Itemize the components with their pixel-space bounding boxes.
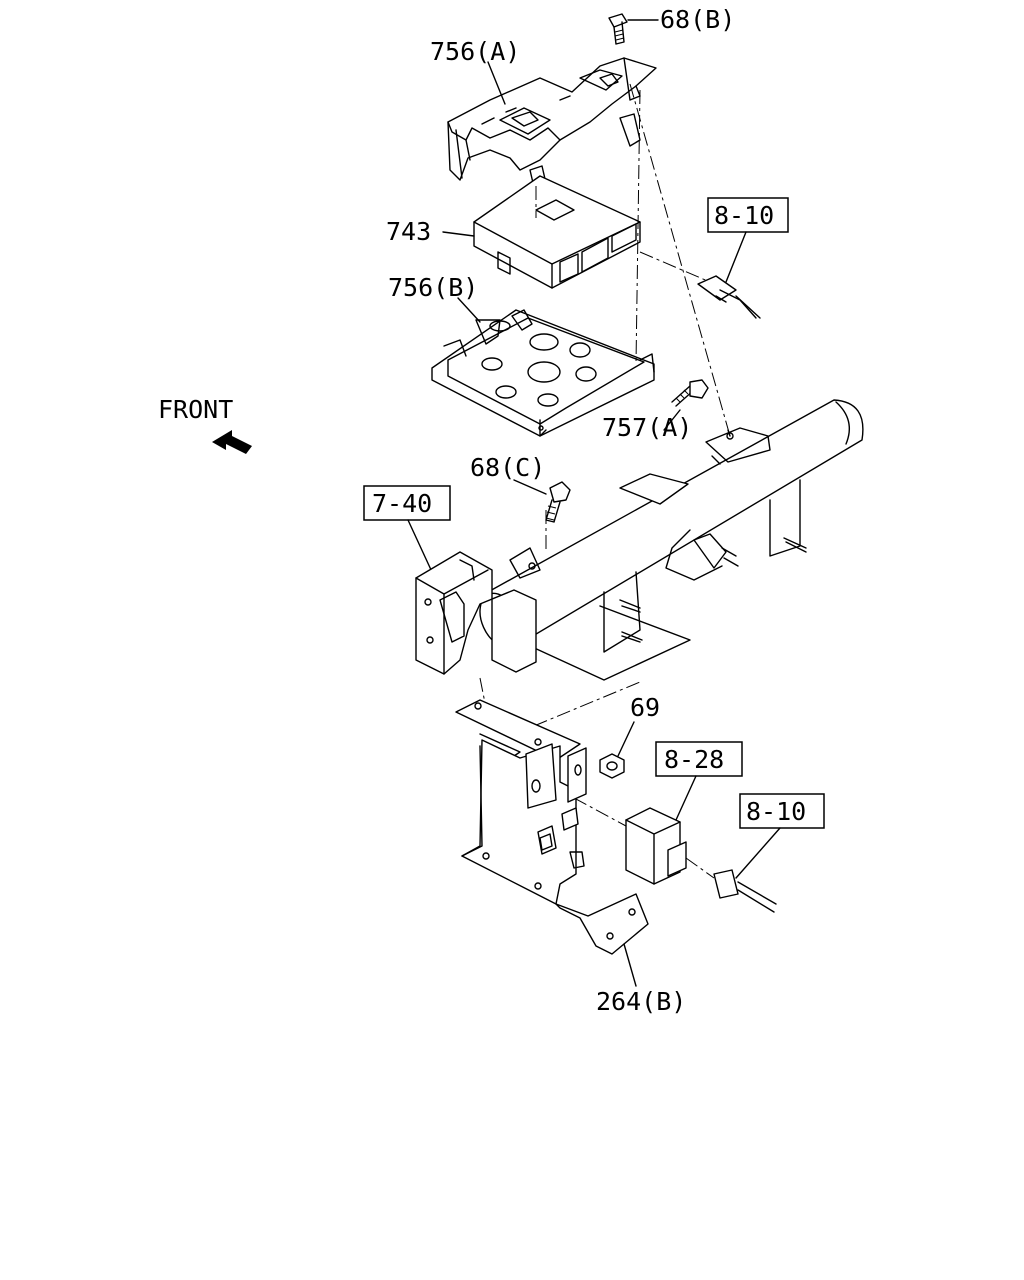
leader-756b: [457, 297, 481, 323]
align-line-6: [533, 681, 641, 727]
leader-264b: [623, 943, 637, 987]
ref-8-10-upper: 8-10: [714, 201, 774, 230]
bolt-757a-icon: [671, 379, 709, 407]
callout-264b: 264(B): [596, 987, 686, 1016]
tray-756b: [431, 309, 655, 437]
lower-bracket-264b: [455, 699, 649, 955]
ref-box-8-10-lower: [739, 793, 825, 829]
leader-8-10-lower: [735, 827, 781, 879]
ref-box-7-40: [363, 485, 451, 521]
callout-756a: 756(A): [430, 37, 520, 66]
bracket-756a: [447, 57, 657, 197]
front-arrow-icon: [212, 430, 252, 454]
align-line-1: [635, 89, 641, 365]
callout-743: 743: [386, 217, 431, 246]
align-line-7: [551, 785, 627, 827]
connector-upper-icon: [697, 275, 761, 319]
align-line-2: [629, 83, 731, 437]
leader-68c: [513, 479, 547, 495]
leader-69: [617, 721, 635, 757]
ref-box-8-10-upper: [707, 197, 789, 233]
front-label: FRONT: [158, 395, 233, 424]
align-line-4: [639, 251, 711, 283]
leader-756a: [487, 61, 506, 105]
control-module-743: [473, 175, 641, 289]
leader-7-40: [407, 519, 433, 573]
callout-757a: 757(A): [602, 413, 692, 442]
nut-69-icon: [599, 753, 625, 779]
bolt-68c-icon: [545, 481, 571, 523]
leader-743: [442, 231, 475, 237]
relay-module: [625, 807, 687, 885]
leader-757a: [663, 409, 681, 431]
ref-box-8-28: [655, 741, 743, 777]
connector-lower-icon: [685, 857, 777, 913]
leader-8-10-upper: [725, 231, 747, 283]
side-bracket-block: [415, 551, 537, 675]
leader-8-28: [675, 775, 697, 821]
ref-8-28: 8-28: [664, 745, 724, 774]
ref-8-10-lower: 8-10: [746, 797, 806, 826]
callout-756b: 756(B): [388, 273, 478, 302]
callout-68c: 68(C): [470, 453, 545, 482]
callout-69: 69: [630, 693, 660, 722]
ref-7-40: 7-40: [372, 489, 432, 518]
bolt-68b-icon: [608, 13, 628, 45]
callout-68b: 68(B): [660, 5, 735, 34]
